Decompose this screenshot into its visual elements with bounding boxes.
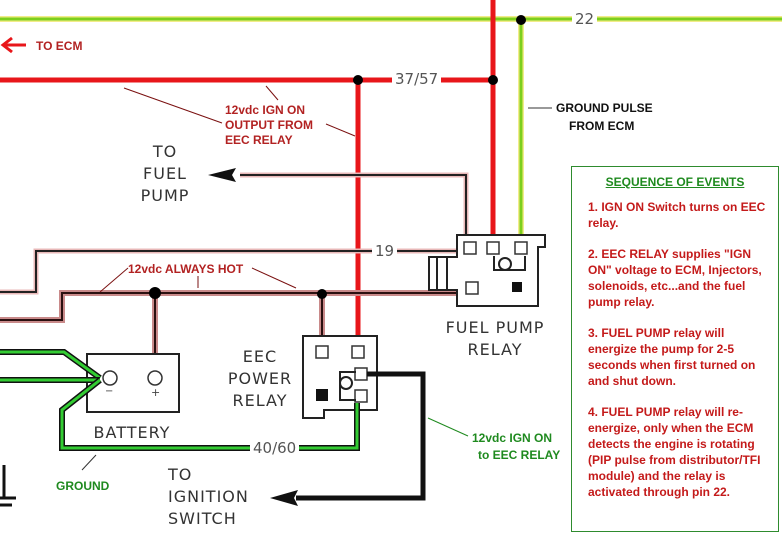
annotation-ign-on-output: 12vdc IGN ON OUTPUT FROM EEC RELAY [225, 103, 313, 148]
wire-22-ground-pulse [0, 16, 782, 245]
to-ignition-switch-label: TO IGNITION SWITCH [168, 464, 268, 530]
battery-pos-terminal: + [151, 386, 161, 399]
battery-neg-terminal: − [105, 386, 114, 397]
to-fuel-pump-label: TO FUEL PUMP [130, 141, 200, 207]
label-line: IGNITION [168, 487, 249, 506]
wire-ign-switch [270, 371, 426, 506]
label-line: FUEL [143, 164, 187, 183]
sequence-of-events-panel: SEQUENCE OF EVENTS 1. IGN ON Switch turn… [571, 166, 779, 532]
ground-symbol [0, 465, 16, 507]
battery [86, 353, 180, 413]
label-line: POWER [227, 369, 293, 388]
label-line: GROUND PULSE [556, 101, 653, 115]
label-line: TO [168, 465, 193, 484]
annotation-ground: GROUND [56, 479, 110, 493]
junction-dot [353, 75, 363, 85]
wire-label-19: 19 [372, 242, 398, 260]
junction-dot [317, 289, 327, 299]
sequence-item: 3. FUEL PUMP relay will energize the pum… [588, 326, 756, 388]
label-line: RELAY [232, 391, 288, 410]
ignition-arrowhead [270, 490, 298, 506]
label-line: FROM ECM [569, 119, 635, 133]
wire-label-22: 22 [572, 10, 598, 28]
label-line: TO [152, 142, 178, 161]
label-line: EEC RELAY [225, 133, 293, 147]
label-line: to EEC RELAY [478, 448, 561, 462]
label-line: 12vdc IGN ON [472, 431, 553, 445]
battery-label: BATTERY [93, 423, 171, 442]
wire-ground [0, 349, 360, 451]
junction-dot [516, 15, 526, 25]
label-line: FUEL PUMP [445, 318, 545, 337]
sequence-item: 4. FUEL PUMP relay will re-energize, onl… [588, 405, 761, 499]
leader-lines [81, 85, 552, 471]
to-ecm-label: TO ECM [36, 39, 83, 53]
wire-fuel-pump-feed [208, 168, 469, 245]
to-ecm-arrow [0, 36, 26, 54]
fuel-pump-relay [428, 234, 546, 307]
eec-power-relay-label: EEC POWER RELAY [222, 346, 298, 412]
label-line: 12vdc IGN ON [225, 103, 306, 117]
sequence-item: 1. IGN ON Switch turns on EEC relay. [588, 200, 766, 230]
label-line: PUMP [140, 186, 190, 205]
annotation-always-hot: 12vdc ALWAYS HOT [128, 262, 244, 276]
label-line: RELAY [467, 340, 523, 359]
label-line: EEC [242, 347, 278, 366]
eec-power-relay [302, 335, 378, 419]
fuel-pump-relay-label: FUEL PUMP RELAY [430, 317, 560, 361]
fuel-pump-arrowhead [208, 168, 236, 182]
wire-19 [0, 248, 466, 295]
junction-dot [488, 75, 498, 85]
wire-label-40-60: 40/60 [250, 439, 300, 457]
label-line: OUTPUT FROM [225, 118, 313, 132]
sequence-title: SEQUENCE OF EVENTS [605, 175, 745, 189]
wire-label-37-57: 37/57 [392, 70, 442, 88]
label-line: SWITCH [168, 509, 237, 528]
annotation-ign-on-to-eec: 12vdc IGN ON to EEC RELAY [472, 430, 560, 464]
junction-dot [149, 287, 161, 299]
annotation-ground-pulse: GROUND PULSE FROM ECM [556, 99, 653, 135]
sequence-item: 2. EEC RELAY supplies "IGN ON" voltage t… [588, 247, 762, 309]
